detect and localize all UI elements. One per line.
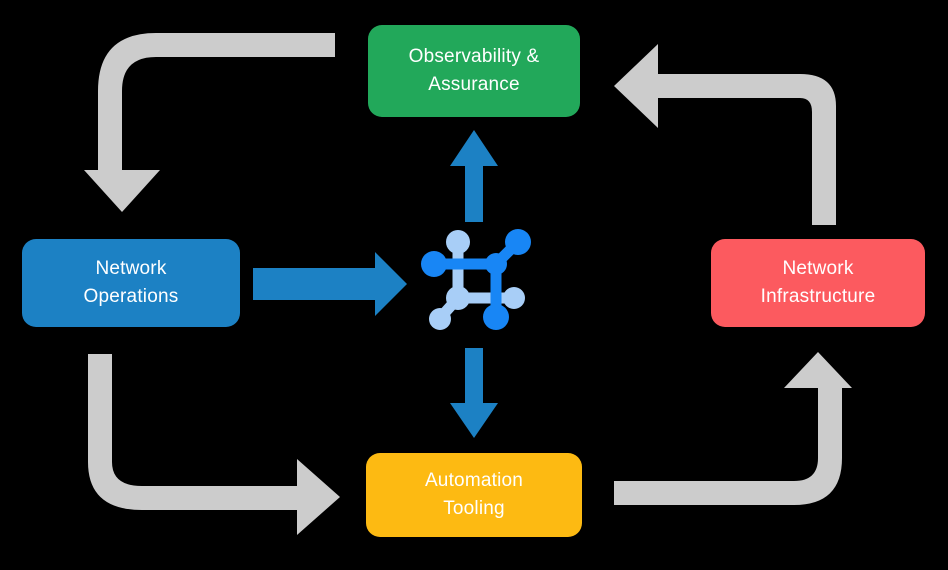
node-automation-label: Automation Tooling [424, 470, 524, 519]
node-observability-label: Observability & Assurance [408, 46, 540, 95]
node-operations-label: Network Operations [83, 258, 179, 307]
topology-dark-nodes [421, 229, 531, 330]
topology-light-nodes [429, 230, 525, 330]
gray-arrow-elbow-down-left [84, 33, 335, 212]
node-network-infrastructure[interactable]: Network Infrastructure [711, 239, 925, 327]
blue-arrow-right [253, 252, 407, 316]
node-automation-tooling[interactable]: Automation Tooling [366, 453, 582, 537]
node-observability-assurance[interactable]: Observability & Assurance [368, 25, 580, 117]
node-network-operations[interactable]: Network Operations [22, 239, 240, 327]
gray-arrow-elbow-up-right [614, 352, 852, 505]
blue-arrow-up [450, 130, 498, 222]
blue-arrow-down [450, 348, 498, 438]
network-topology-icon [421, 229, 531, 330]
node-infrastructure-label: Network Infrastructure [760, 258, 876, 307]
gray-arrow-elbow-right-bottom [88, 354, 340, 535]
gray-arrow-elbow-left-top [614, 44, 836, 225]
